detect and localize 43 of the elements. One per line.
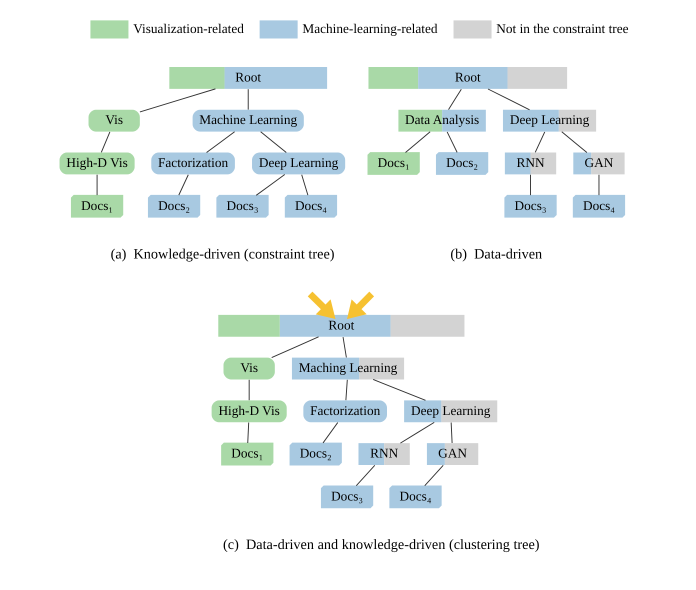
legend-label: Visualization-related bbox=[132, 20, 244, 36]
connector bbox=[404, 131, 430, 154]
connector bbox=[270, 336, 319, 358]
label: (b) Data-driven bbox=[450, 246, 542, 263]
legend-label: Machine-learning-related bbox=[302, 20, 438, 36]
connector bbox=[344, 379, 348, 401]
arrow bbox=[307, 292, 336, 320]
connector bbox=[206, 131, 235, 154]
connector bbox=[248, 379, 250, 401]
node-box: High-D Vis bbox=[211, 400, 286, 422]
connector bbox=[446, 132, 458, 153]
connector bbox=[100, 132, 110, 153]
node-box: Deep Learning bbox=[252, 152, 345, 174]
connector bbox=[399, 422, 434, 444]
connector bbox=[424, 464, 444, 486]
connector bbox=[534, 132, 545, 153]
connector bbox=[178, 174, 188, 196]
legend-label: Not in the constraint tree bbox=[496, 20, 628, 36]
node-box: Vis bbox=[88, 110, 140, 132]
connector bbox=[355, 464, 375, 486]
label: (c) Data-driven and knowledge-driven (clustering tree) bbox=[222, 537, 540, 554]
node-box: Factorization bbox=[150, 152, 234, 174]
connector bbox=[448, 88, 462, 110]
arrow bbox=[346, 292, 374, 320]
connector bbox=[342, 336, 346, 358]
connector bbox=[487, 88, 530, 110]
connector bbox=[96, 174, 98, 196]
connector bbox=[247, 88, 248, 110]
node-box: Vis bbox=[223, 358, 274, 380]
connector bbox=[246, 422, 249, 444]
connector bbox=[138, 88, 216, 112]
node-box: Factorization bbox=[302, 400, 386, 422]
connector bbox=[450, 422, 452, 444]
label: (a) Knowledge-driven (constraint tree) bbox=[110, 246, 334, 263]
node-box: Machine Learning bbox=[192, 110, 304, 132]
connector bbox=[372, 379, 426, 401]
node-box: High-D Vis bbox=[59, 152, 134, 174]
connector bbox=[560, 131, 587, 154]
connector bbox=[598, 174, 599, 196]
connector bbox=[260, 131, 286, 154]
connector bbox=[322, 422, 338, 444]
connector bbox=[255, 174, 285, 196]
connector bbox=[300, 174, 308, 196]
